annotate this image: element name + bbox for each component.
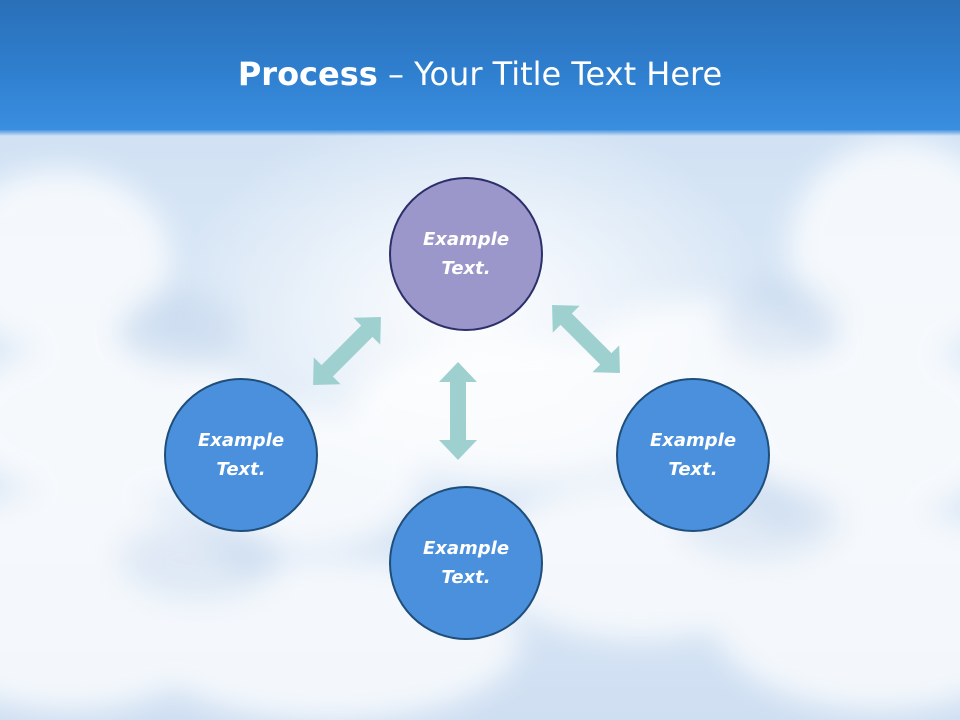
title-bold: Process [237, 55, 378, 93]
node-label: Example Text. [197, 430, 285, 480]
title-bar [0, 0, 960, 136]
node-label: Example Text. [422, 538, 510, 588]
slide-title: Process – Your Title Text Here [0, 52, 960, 96]
title-rest: – Your Title Text Here [377, 55, 723, 93]
node-label: Example Text. [422, 229, 510, 279]
process-node-left: Example Text. [164, 378, 318, 532]
node-label: Example Text. [649, 430, 737, 480]
process-node-right: Example Text. [616, 378, 770, 532]
process-node-top: Example Text. [389, 177, 543, 331]
process-node-bottom: Example Text. [389, 486, 543, 640]
